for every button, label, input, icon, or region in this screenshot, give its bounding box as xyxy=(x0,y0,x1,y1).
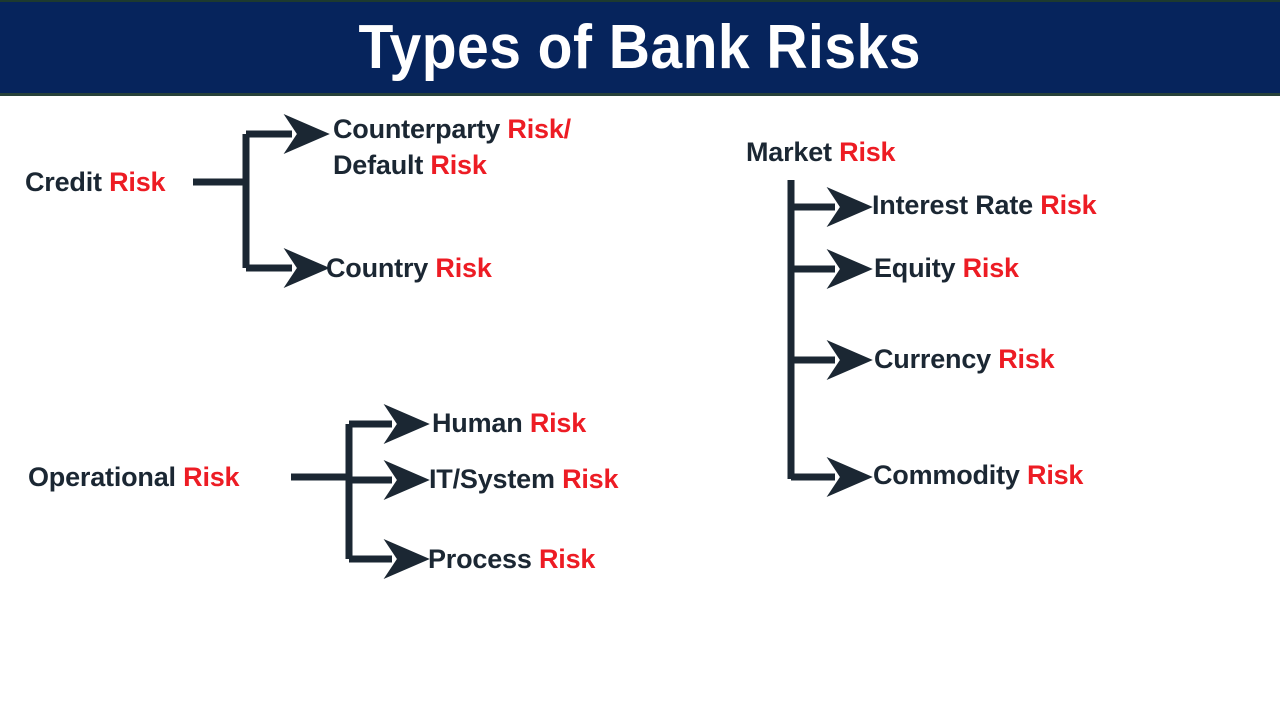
connector-operational xyxy=(291,404,430,579)
node-interest-rate-risk-label: Interest Rate xyxy=(872,190,1041,220)
node-interest-rate-risk[interactable]: Interest Rate Risk xyxy=(872,190,1097,222)
node-counterparty-risk-line1: Counterparty Risk/ xyxy=(333,112,571,148)
node-market-risk-accent: Risk xyxy=(839,137,896,167)
node-process-risk-label: Process xyxy=(428,544,539,574)
risk-tree-diagram: Credit Risk Counterparty Risk/ Default R… xyxy=(0,96,1280,720)
node-process-risk[interactable]: Process Risk xyxy=(428,544,595,576)
node-it-system-risk-accent: Risk xyxy=(562,464,619,494)
node-credit-risk-accent: Risk xyxy=(109,167,166,197)
connector-market xyxy=(787,180,873,497)
node-credit-risk-label: Credit xyxy=(25,167,110,197)
node-market-risk[interactable]: Market Risk xyxy=(746,137,896,169)
page-title: Types of Bank Risks xyxy=(358,12,922,82)
node-credit-risk[interactable]: Credit Risk xyxy=(25,167,166,199)
node-commodity-risk-accent: Risk xyxy=(1027,460,1084,490)
node-it-system-risk[interactable]: IT/System Risk xyxy=(429,464,618,496)
node-commodity-risk[interactable]: Commodity Risk xyxy=(873,460,1083,492)
node-human-risk[interactable]: Human Risk xyxy=(432,408,586,440)
node-human-risk-label: Human xyxy=(432,408,530,438)
node-default-risk-line2: Default Risk xyxy=(333,148,571,184)
node-country-risk[interactable]: Country Risk xyxy=(326,253,492,285)
node-country-risk-label: Country xyxy=(326,253,436,283)
node-equity-risk-label: Equity xyxy=(874,253,963,283)
node-counterparty-label: Counterparty xyxy=(333,114,508,144)
node-default-label: Default xyxy=(333,149,431,180)
node-counterparty-default-risk[interactable]: Counterparty Risk/ Default Risk xyxy=(333,112,571,183)
node-operational-risk[interactable]: Operational Risk xyxy=(28,462,240,494)
node-equity-risk[interactable]: Equity Risk xyxy=(874,253,1019,285)
node-human-risk-accent: Risk xyxy=(529,408,587,438)
node-process-risk-accent: Risk xyxy=(538,544,596,574)
node-currency-risk-label: Currency xyxy=(874,344,999,374)
node-market-risk-label: Market xyxy=(746,137,840,167)
node-equity-risk-accent: Risk xyxy=(962,253,1019,283)
node-interest-rate-risk-accent: Risk xyxy=(1040,190,1097,220)
node-currency-risk-accent: Risk xyxy=(998,344,1055,374)
node-default-accent: Risk xyxy=(430,149,487,180)
node-operational-risk-label: Operational xyxy=(28,462,184,492)
node-commodity-risk-label: Commodity xyxy=(873,460,1028,490)
node-it-system-risk-label: IT/System xyxy=(429,464,563,494)
node-operational-risk-accent: Risk xyxy=(183,462,240,492)
node-counterparty-accent: Risk/ xyxy=(507,114,571,144)
node-currency-risk[interactable]: Currency Risk xyxy=(874,344,1055,376)
node-country-risk-accent: Risk xyxy=(435,253,492,283)
connector-credit xyxy=(193,114,330,288)
title-banner: Types of Bank Risks xyxy=(0,0,1280,96)
